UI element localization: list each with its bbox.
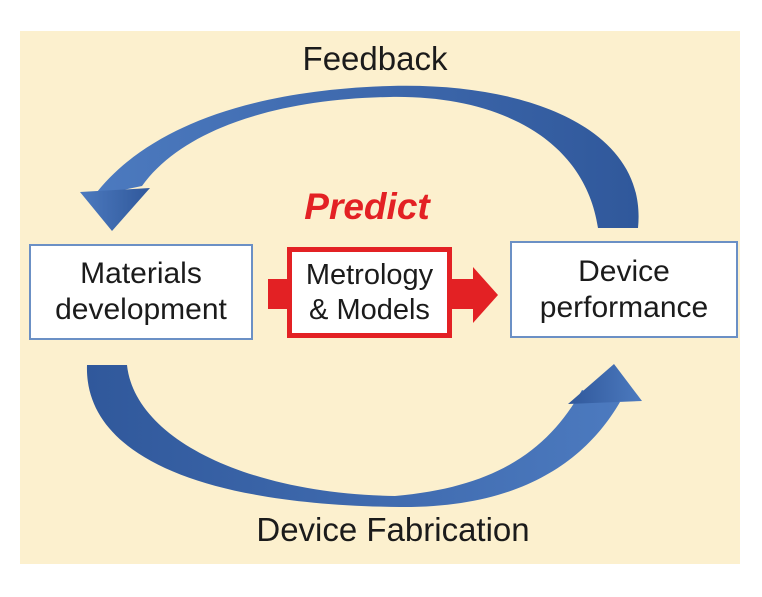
fabrication-arrowhead-icon	[568, 364, 642, 404]
feedback-arrow	[80, 85, 639, 231]
fabrication-arrow	[86, 364, 642, 508]
materials-box-line2: development	[55, 293, 227, 326]
materials-development-box: Materials development	[29, 244, 253, 340]
predict-label: Predict	[304, 186, 430, 227]
materials-box-line1: Materials	[80, 257, 202, 290]
feedback-label: Feedback	[302, 40, 448, 77]
metrology-models-box: Metrology & Models	[287, 247, 452, 338]
device-performance-box: Device performance	[510, 241, 738, 338]
device-fabrication-label: Device Fabrication	[256, 511, 530, 548]
device-box-line2: performance	[539, 290, 709, 324]
metrology-box-line1: Metrology	[305, 258, 434, 291]
metrology-box-line2: & Models	[309, 293, 430, 326]
fabrication-arrow-body	[86, 365, 620, 508]
device-box-line1: Device	[578, 254, 670, 288]
feedback-arrow-body	[94, 85, 639, 228]
feedback-arrowhead-icon	[80, 188, 150, 231]
